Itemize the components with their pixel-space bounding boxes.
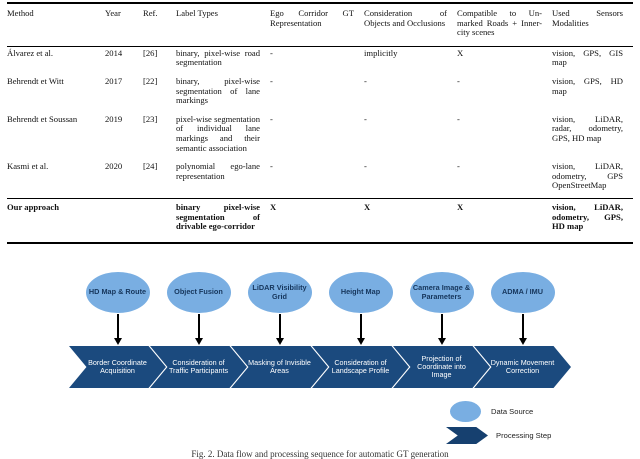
cell-method: Kasmi et al. [7, 161, 49, 172]
cell-year: 2019 [105, 113, 123, 124]
cell-compatible: - [457, 161, 460, 172]
down-arrow-icon [356, 314, 365, 345]
processing-step-label: Border Coordinate Acquisition [88, 357, 147, 375]
comparison-table: Method Year Ref. Label Types Ego Corrido… [7, 2, 633, 244]
cell-ego-corridor-gt: - [270, 161, 273, 172]
cell-year [105, 197, 143, 243]
cell-year: 2014 [105, 47, 123, 58]
cell-method: Our approach [7, 197, 105, 243]
cell-year: 2017 [105, 75, 123, 86]
table-row-behrendt-witt: Behrendt et Witt 2017 [22] binary, pixel… [7, 75, 633, 113]
processing-step-chevron-icon [446, 427, 488, 444]
data-source-label: Camera Image & Parameters [412, 283, 471, 301]
data-source-label: HD Map & Route [88, 287, 147, 297]
data-source-label: Height Map [340, 287, 381, 297]
cell-ego-corridor-gt: X [270, 197, 364, 243]
diagram-legend: Data Source Processing Step [446, 401, 552, 449]
cell-consideration: - [364, 161, 367, 172]
col-compatible: Compatible to Un-marked Roads + Inner-ci… [457, 3, 552, 47]
cell-label-types: binary pixel-wise segmentation of drivab… [176, 197, 270, 243]
data-source-label: LiDAR Visibility Grid [252, 283, 307, 301]
flow-stage-5: Camera Image & Parameters Projection of … [393, 272, 490, 388]
data-source-ellipse: LiDAR Visibility Grid [247, 272, 312, 313]
cell-ego-corridor-gt: - [270, 75, 273, 86]
flow-stage-3: LiDAR Visibility Grid Masking of Invisib… [231, 272, 328, 388]
figure-caption: Fig. 2. Data flow and processing sequenc… [191, 449, 449, 459]
data-source-ellipse: Object Fusion [166, 272, 231, 313]
cell-compatible: - [457, 113, 460, 124]
table-row-our-approach: Our approach binary pixel-wise segmentat… [7, 197, 633, 243]
cell-compatible: - [457, 75, 460, 86]
flow-stage-4: Height Map Consideration of Landscape Pr… [312, 272, 409, 388]
cell-consideration: - [364, 75, 367, 86]
col-method: Method [7, 3, 105, 47]
down-arrow-icon [275, 314, 284, 345]
down-arrow-icon [194, 314, 203, 345]
data-source-ellipse: ADMA / IMU [490, 272, 555, 313]
cell-sensors: vision, LiDAR, odometry, GPS OpenStreetM… [552, 161, 623, 191]
cell-method: Behrendt et Soussan [7, 113, 78, 124]
flow-stage-6: ADMA / IMU Dynamic Movement Correction [474, 272, 571, 388]
col-label-types: Label Types [176, 3, 270, 47]
processing-step-chevron: Projection of Coordinate into Image [393, 346, 490, 388]
col-ego-corridor-gt: Ego Corridor GT Representation [270, 3, 364, 47]
data-source-ellipse: Height Map [328, 272, 393, 313]
method-comparison-table: Method Year Ref. Label Types Ego Corrido… [0, 2, 640, 244]
col-consideration: Consideration of Objects and Occlusions [364, 3, 457, 47]
cell-sensors: vision, GPS, HD map [552, 75, 623, 96]
down-arrow-icon [518, 314, 527, 345]
col-sensors: Used Sensors Modalities [552, 3, 633, 47]
flow-diagram: HD Map & Route Border Coordinate Acquisi… [0, 272, 640, 388]
processing-step-label: Consideration of Traffic Participants [168, 357, 229, 375]
cell-label-types: binary, pixel-wise road segmentation [176, 47, 260, 68]
cell-sensors: vision, LiDAR, odometry, GPS, HD map [552, 197, 633, 243]
header-row: Method Year Ref. Label Types Ego Corrido… [7, 3, 633, 47]
cell-consideration: X [364, 197, 457, 243]
table-row-kasmi: Kasmi et al. 2020 [24] polynomial ego-la… [7, 160, 633, 198]
legend-processing-step: Processing Step [446, 427, 552, 444]
processing-step-label: Masking of Invisible Areas [248, 357, 311, 375]
cell-consideration: - [364, 113, 367, 124]
cell-ref: [23] [143, 113, 158, 124]
data-source-ellipse: Camera Image & Parameters [409, 272, 474, 313]
cell-ego-corridor-gt: - [270, 113, 273, 124]
processing-step-chevron: Consideration of Landscape Profile [312, 346, 409, 388]
cell-method: Behrendt et Witt [7, 75, 64, 86]
cell-ref: [26] [143, 47, 158, 58]
down-arrow-icon [113, 314, 122, 345]
legend-processing-step-label: Processing Step [496, 431, 552, 440]
cell-ego-corridor-gt: - [270, 47, 273, 58]
cell-label-types: binary, pixel-wise segmentation of lane … [176, 75, 260, 106]
processing-step-label: Consideration of Landscape Profile [331, 357, 390, 375]
table-row-alvarez: Álvarez et al. 2014 [26] binary, pixel-w… [7, 46, 633, 75]
col-ref: Ref. [143, 3, 176, 47]
data-source-label: Object Fusion [174, 287, 223, 297]
data-source-ellipse-icon [450, 401, 481, 422]
flow-stage-1: HD Map & Route Border Coordinate Acquisi… [69, 272, 166, 388]
cell-label-types: polynomial ego-lane representation [176, 161, 260, 181]
processing-step-label: Dynamic Movement Correction [490, 357, 555, 375]
cell-label-types: pixel-wise segmentation of individual la… [176, 113, 260, 153]
cell-consideration: implicitly [364, 47, 398, 58]
legend-data-source-label: Data Source [491, 407, 534, 416]
cell-compatible: X [457, 197, 552, 243]
cell-sensors: vision, GPS, GIS map [552, 47, 623, 68]
flow-stage-2: Object Fusion Consideration of Traffic P… [150, 272, 247, 388]
cell-method: Álvarez et al. [7, 47, 54, 58]
cell-ref: [24] [143, 161, 158, 172]
data-source-label: ADMA / IMU [501, 287, 544, 297]
cell-year: 2020 [105, 161, 123, 172]
down-arrow-icon [437, 314, 446, 345]
cell-compatible: X [457, 47, 464, 58]
processing-step-label: Projection of Coordinate into Image [417, 353, 466, 380]
col-year: Year [105, 3, 143, 47]
cell-ref: [22] [143, 75, 158, 86]
processing-step-chevron: Border Coordinate Acquisition [69, 346, 166, 388]
legend-data-source: Data Source [450, 401, 551, 422]
data-source-ellipse: HD Map & Route [85, 272, 150, 313]
cell-ref [143, 197, 176, 243]
cell-sensors: vision, LiDAR, radar, odometry, GPS, HD … [552, 113, 623, 143]
table-row-behrendt-soussan: Behrendt et Soussan 2019 [23] pixel-wise… [7, 113, 633, 160]
